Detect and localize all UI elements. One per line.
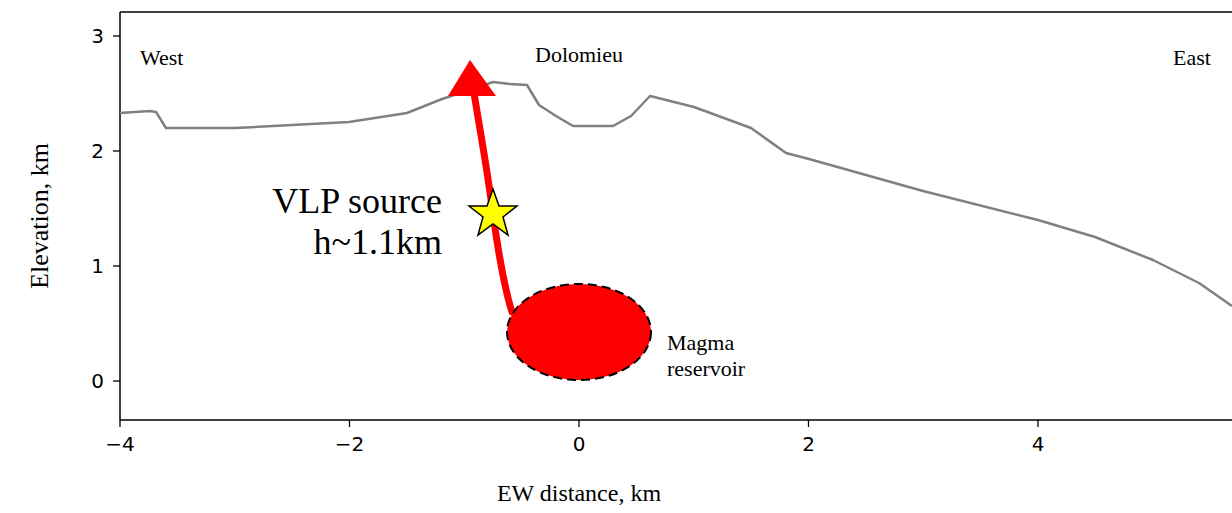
tick-label: 0 xyxy=(91,370,104,393)
reservoir-ellipse xyxy=(505,282,653,382)
x-axis xyxy=(120,419,1232,421)
tick-label: −2 xyxy=(335,433,364,456)
tick-label: 4 xyxy=(1032,433,1045,456)
tick-label: 1 xyxy=(91,255,104,278)
axis-title: Elevation, km xyxy=(25,143,55,289)
reservoir-label: Magma reservoir xyxy=(667,330,797,383)
tick-label: 0 xyxy=(573,433,586,456)
tick-label: 3 xyxy=(91,25,104,48)
topography-line xyxy=(120,82,1232,306)
vent-arrowhead xyxy=(448,60,496,96)
source-label: VLP source h~1.1km xyxy=(227,181,442,264)
tick-label: 2 xyxy=(802,433,815,456)
vlp-source-star xyxy=(469,189,517,235)
crater-label: Dolomieu xyxy=(535,42,623,67)
y-axis xyxy=(119,12,121,420)
magma-reservoir: Magma reservoir xyxy=(505,282,653,382)
region-label: West xyxy=(140,45,183,70)
tick-label: −4 xyxy=(105,433,134,456)
region-label: East xyxy=(1173,45,1211,70)
axis-title: EW distance, km xyxy=(497,480,661,508)
tick-label: 2 xyxy=(91,140,104,163)
axis-frame xyxy=(120,11,1232,13)
tick-marks xyxy=(113,36,1038,427)
